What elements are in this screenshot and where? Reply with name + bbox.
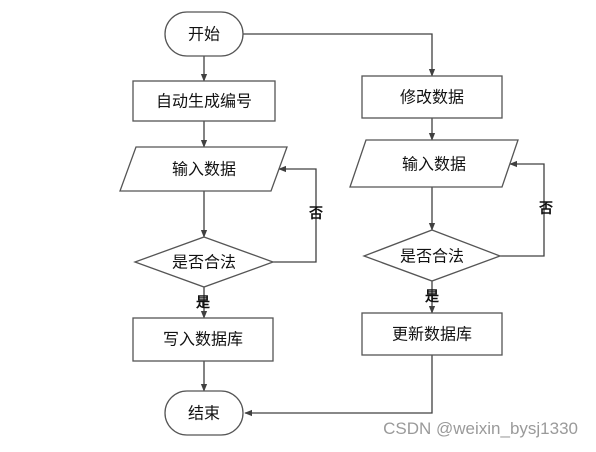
node-valid-left-shape bbox=[133, 236, 275, 288]
node-modify-shape bbox=[361, 75, 503, 119]
node-valid-right-label: 是否合法 bbox=[400, 247, 464, 266]
watermark-text: CSDN @weixin_bysj1330 bbox=[383, 419, 578, 438]
node-input-right-label: 输入数据 bbox=[402, 155, 466, 174]
node-write-db-label: 写入数据库 bbox=[163, 330, 243, 349]
edge-label-no-right: 否 bbox=[538, 201, 553, 217]
edge-label-yes-right: 是 bbox=[425, 289, 440, 305]
node-auto-id-shape bbox=[132, 80, 276, 122]
node-valid-left-label: 是否合法 bbox=[172, 253, 236, 272]
node-input-right-shape bbox=[349, 139, 519, 188]
node-input-left-shape bbox=[119, 146, 288, 192]
edge-valid-right-no-loop bbox=[500, 160, 545, 257]
edge-label-no-left: 否 bbox=[308, 206, 323, 222]
node-write-db-shape bbox=[132, 317, 274, 362]
node-start-shape bbox=[164, 11, 244, 57]
node-end-label: 结束 bbox=[188, 404, 220, 423]
node-start-label: 开始 bbox=[188, 25, 220, 44]
node-modify-label: 修改数据 bbox=[400, 88, 464, 107]
node-update-db-label: 更新数据库 bbox=[392, 325, 472, 344]
edge-update-db-to-end bbox=[244, 355, 433, 417]
node-auto-id-label: 自动生成编号 bbox=[156, 92, 252, 111]
edge-start-to-modify bbox=[243, 33, 436, 77]
node-update-db-shape bbox=[361, 312, 503, 356]
node-valid-right-shape bbox=[362, 229, 502, 282]
node-input-left-label: 输入数据 bbox=[172, 160, 236, 179]
node-end-shape bbox=[164, 390, 244, 436]
edge-label-yes-left: 是 bbox=[196, 295, 211, 311]
edge-valid-left-no-loop bbox=[273, 165, 317, 263]
